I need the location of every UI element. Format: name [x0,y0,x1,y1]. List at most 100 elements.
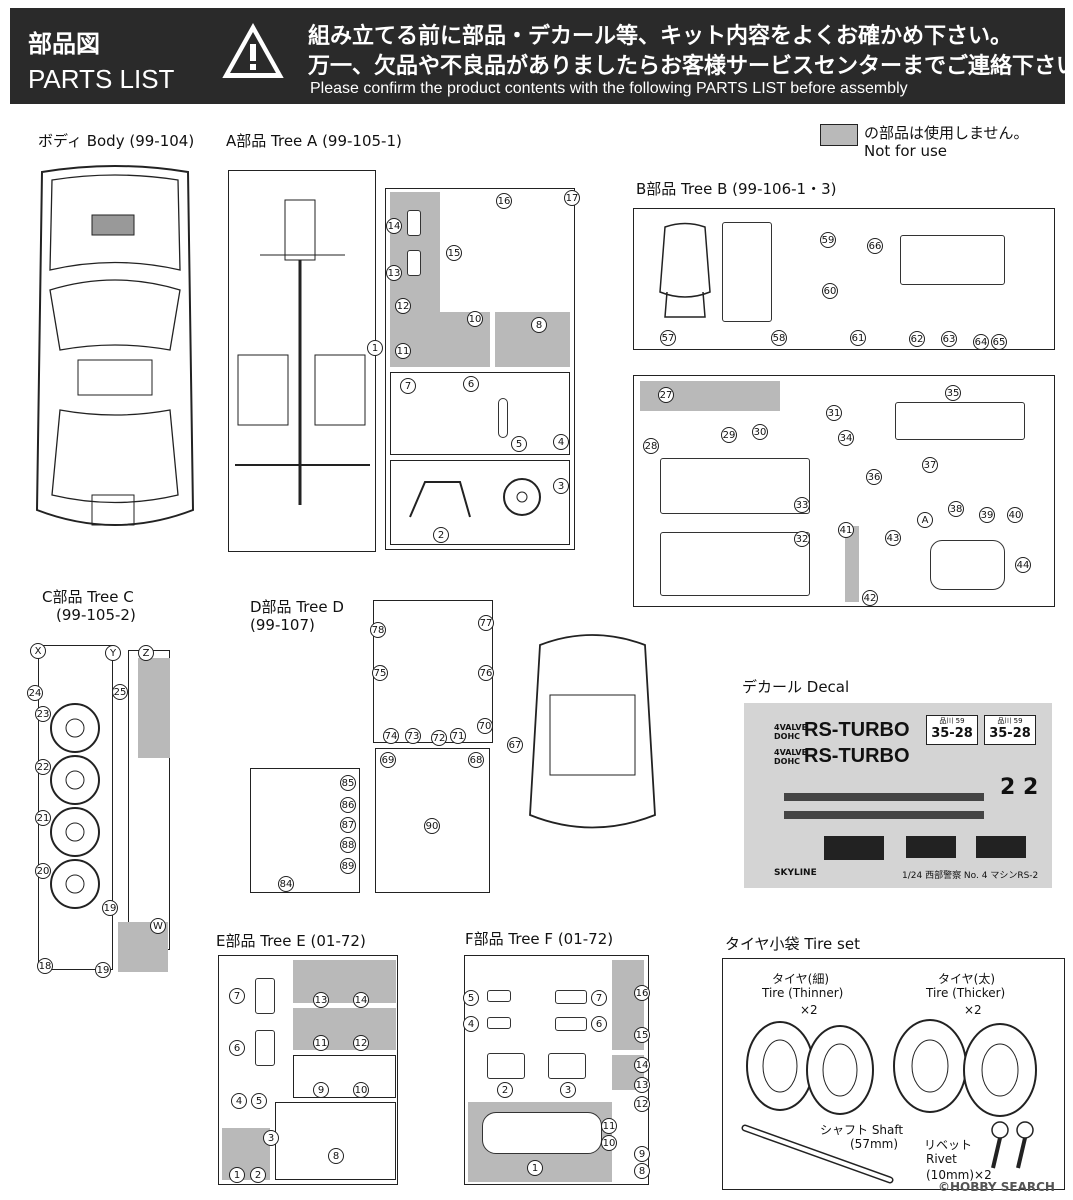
steering-wheel-drawing [503,478,541,516]
shaft-size: (57mm) [850,1137,899,1151]
num-b38: 38 [948,501,964,517]
rivets-drawing [991,1121,1034,1169]
num-c21: 20 [35,863,51,879]
tree-e-unused-11-12 [293,1008,396,1050]
num-b28: 28 [643,438,659,454]
plate-1-number: 35-28 [931,726,973,741]
decal-gauge-panel [824,836,884,860]
license-plate-2: 品川 59 35-28 [984,715,1036,745]
tree-b-upper-frame [633,208,1055,350]
num-a13: 13 [386,265,402,281]
num-b36: 36 [866,469,882,485]
num-b37: 37 [922,457,938,473]
decal-4valve-1: 4VALVE DOHC [774,723,808,741]
num-a10: 10 [467,311,483,327]
legend-en: Not for use [864,142,947,160]
num-b27: 27 [658,387,674,403]
num-b43: 43 [885,530,901,546]
num-e8: 8 [328,1148,344,1164]
decal-rs-turbo-2: RS-TURBO [804,745,910,767]
num-f16: 16 [634,985,650,1001]
part-f3 [548,1053,586,1079]
rivet-qty: (10mm)×2 [926,1168,992,1182]
num-e2: 2 [250,1167,266,1183]
decal-meter-1 [906,836,956,858]
num-cy: Y [105,645,121,661]
num-d67: 67 [507,737,523,753]
tree-d-label: D部品 Tree D [250,598,344,616]
part-b58 [722,222,772,322]
num-e14: 14 [353,992,369,1008]
shaft-drawing [741,1124,894,1184]
num-a7: 7 [400,378,416,394]
num-e5: 5 [251,1093,267,1109]
num-b58: 58 [771,330,787,346]
decal-meter-2 [976,836,1026,858]
num-a1: 1 [367,340,383,356]
num-b39: 39 [979,507,995,523]
num-d85: 85 [340,775,356,791]
part-a14 [407,210,421,236]
part-f4 [487,1017,511,1029]
num-b65: 65 [991,334,1007,350]
decal-sheet: 4VALVE DOHC RS-TURBO 4VALVE DOHC RS-TURB… [744,703,1052,888]
num-b40: 40 [1007,507,1023,523]
part-a5 [498,398,508,438]
part-a13 [407,250,421,276]
num-b61: 61 [850,330,866,346]
rivet-en: Rivet [926,1152,957,1166]
warning-text-english: Please confirm the product contents with… [310,80,908,97]
wheels-drawing [50,703,100,909]
num-b34: 34 [838,430,854,446]
num-f7: 7 [591,990,607,1006]
tire-thin-jp: タイヤ(細) [772,972,830,986]
tire-set-label: タイヤ小袋 Tire set [725,935,860,953]
tree-c-label: C部品 Tree C [42,588,134,606]
num-d71: 71 [450,728,466,744]
part-f5 [487,990,511,1002]
tree-c-unused-z [138,658,170,758]
plate-2-top: 品川 59 [997,717,1023,725]
num-a8: 8 [531,317,547,333]
tree-f-frame [464,955,649,1185]
shaft-label: シャフト Shaft [820,1123,904,1137]
tree-d-left-runner [250,768,360,893]
num-e3: 3 [263,1130,279,1146]
num-d86: 86 [340,797,356,813]
tree-e-frame [218,955,398,1185]
header-banner: 部品図 PARTS LIST 組み立てる前に部品・デカール等、キット内容をよくお… [10,8,1073,104]
num-c26: 25 [112,684,128,700]
stripe-9 [784,811,984,819]
body-shell-drawing [35,165,195,526]
num-e6: 6 [229,1040,245,1056]
num-d68: 68 [468,752,484,768]
warning-text-1: 組み立てる前に部品・デカール等、キット内容をよくお確かめ下さい。 [308,24,1013,49]
watermark: ©HOBBY SEARCH [938,1180,1055,1194]
plate-2-number: 35-28 [989,726,1031,741]
num-d87: 87 [340,817,356,833]
num-e10: 10 [353,1082,369,1098]
num-b41: 41 [838,522,854,538]
num-d88: 88 [340,837,356,853]
num-e9: 9 [313,1082,329,1098]
num-d72: 72 [431,730,447,746]
num-b30: 30 [752,424,768,440]
num-a2: 2 [433,527,449,543]
num-f1: 1 [527,1160,543,1176]
rivet-jp: リベット [924,1138,973,1152]
body-label: ボディ Body (99-104) [38,132,195,150]
num-f12: 12 [634,1096,650,1112]
tire-thick-qty: ×2 [964,1003,982,1017]
floor-pan-drawing [529,634,656,829]
num-b35: 35 [945,385,961,401]
tree-a-label: A部品 Tree A (99-105-1) [226,132,402,150]
num-d89: 89 [340,858,356,874]
decal-number-22: 2 2 [1000,775,1039,800]
warning-text-2: 万一、欠品や不良品がありましたらお客様サービスセンターまでご連絡下さい。 [308,54,1073,79]
part-e7 [255,978,275,1014]
num-b42: 42 [862,590,878,606]
tree-e-cell-9-10 [293,1055,396,1098]
num-b62: 62 [909,331,925,347]
num-b33: 33 [794,497,810,513]
tree-c-wheel-runner [38,645,113,970]
